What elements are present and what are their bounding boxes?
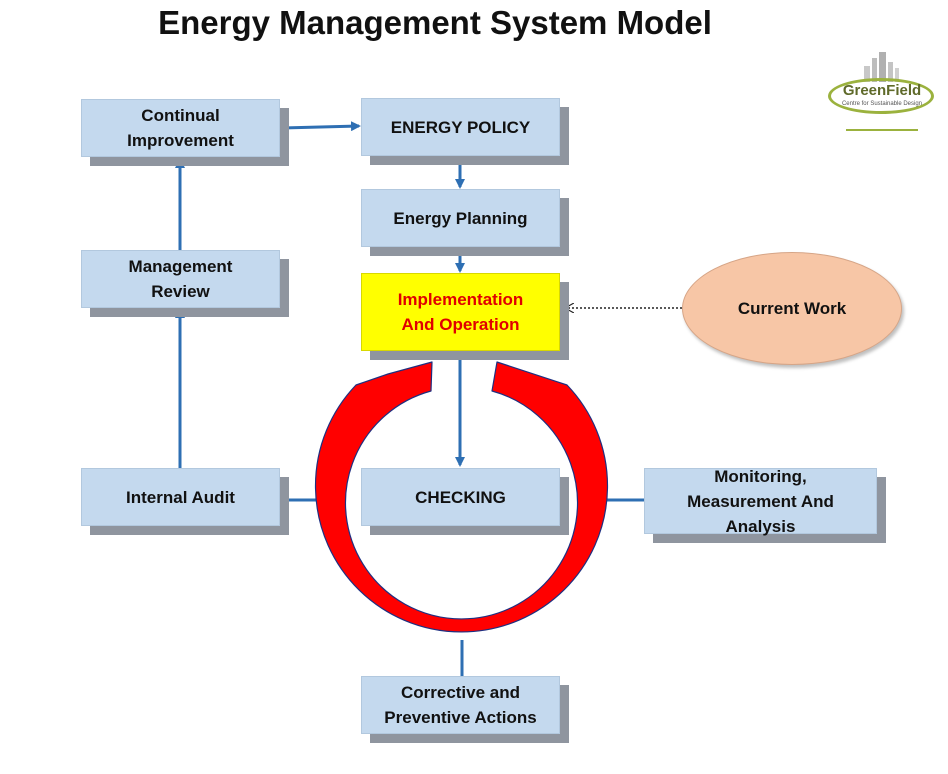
logo-tagline: Centre for Sustainable Design — [841, 101, 923, 107]
energy-planning-label: Energy Planning — [393, 208, 528, 228]
energy-planning-box: Energy Planning — [361, 189, 560, 247]
internal-audit-label: Internal Audit — [126, 487, 235, 507]
management-review-label: Management Review — [128, 257, 233, 301]
current-work-label: Current Work — [737, 298, 847, 318]
energy-policy-box: ENERGY POLICY — [361, 98, 560, 156]
greenfield-logo: GreenField Centre for Sustainable Design — [826, 50, 938, 136]
logo-ring — [828, 78, 934, 114]
building-icon — [846, 52, 918, 131]
checking-box: CHECKING — [361, 468, 560, 526]
arrow-improvement-to-policy — [281, 121, 361, 132]
corrective-box: Corrective and Preventive Actions — [361, 676, 560, 734]
implementation-label: Implementation And Operation — [397, 290, 524, 334]
implementation-box: Implementation And Operation — [361, 273, 560, 351]
management-review-box: Management Review — [81, 250, 280, 308]
diagram-title: Energy Management System Model — [158, 4, 712, 41]
continual-improvement-box: Continual Improvement — [81, 99, 280, 157]
cycle-arrow — [314, 361, 609, 633]
checking-label: CHECKING — [415, 487, 506, 507]
current-work-ellipse: Current Work — [682, 252, 902, 365]
logo-name: GreenField — [842, 82, 922, 99]
continual-improvement-label: Continual Improvement — [127, 106, 234, 150]
internal-audit-box: Internal Audit — [81, 468, 280, 526]
monitoring-label: Monitoring, Measurement And Analysis — [687, 466, 834, 536]
monitoring-box: Monitoring, Measurement And Analysis — [644, 467, 877, 536]
energy-policy-label: ENERGY POLICY — [390, 117, 531, 137]
corrective-label: Corrective and Preventive Actions — [384, 683, 537, 727]
